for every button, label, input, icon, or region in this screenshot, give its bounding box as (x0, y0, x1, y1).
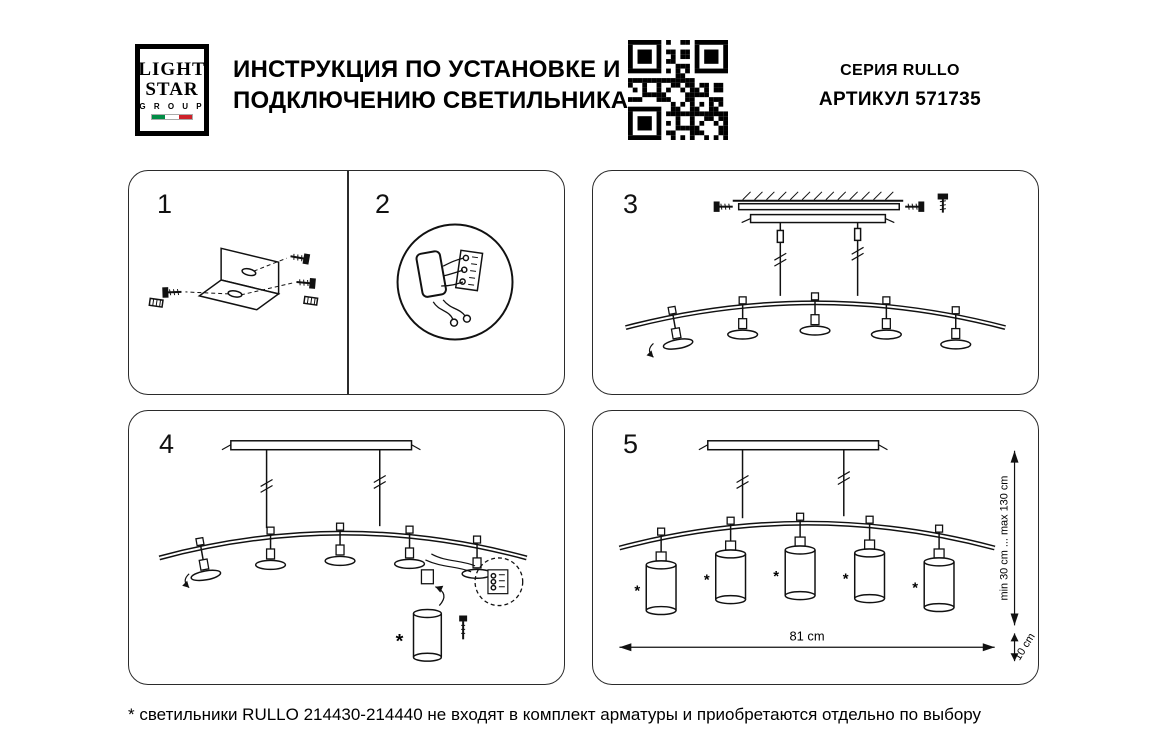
screw-icon (162, 286, 183, 299)
step-1-2-diagram (148, 223, 514, 341)
dimensions-diagram: * * * * * 81 cm min 30 cm ... max 1 (618, 440, 1038, 663)
panel-step-5: 5 (592, 410, 1039, 685)
wire-terminal-icon (487, 569, 509, 595)
panel-step-4: 4 (128, 410, 565, 685)
break-marks (774, 246, 864, 267)
canopy-plate (749, 213, 887, 224)
footnote: * светильники RULLO 214430-214440 не вхо… (128, 705, 982, 724)
article-label: АРТИКУЛ 571735 (818, 89, 982, 110)
driver-box (415, 250, 447, 298)
dimension-shade-height: 10 cm (1010, 631, 1038, 663)
lamp-shade (784, 512, 816, 601)
asterisk-mark: * (843, 572, 849, 588)
bolt-icon (459, 615, 468, 640)
lamp-shade (412, 608, 443, 619)
italian-flag-icon (151, 114, 193, 120)
panel-step-1-2: 1 2 (128, 170, 565, 395)
logo-text-light: LIGHT (138, 59, 206, 80)
shade-holder (393, 525, 426, 570)
step-number-1: 1 (157, 189, 173, 219)
detail-circle (396, 223, 514, 341)
detail-circle (474, 557, 524, 607)
panel-divider (347, 171, 349, 394)
screw-icon (288, 250, 311, 265)
screw-icon (904, 201, 925, 213)
title-line-2: ПОДКЛЮЧЕНИЮ СВЕТИЛЬНИКА (233, 87, 629, 114)
step-number-4: 4 (159, 429, 175, 459)
title-line-1: ИНСТРУКЦИЯ ПО УСТАНОВКЕ И (233, 56, 621, 83)
dim-width-label: 81 cm (790, 628, 825, 643)
lightstar-logo: LIGHT STAR G R O U P (135, 44, 209, 136)
wires (441, 257, 464, 287)
logo-text-star: STAR (145, 79, 199, 100)
step-number-3: 3 (623, 189, 639, 219)
asterisk-mark: * (912, 581, 918, 597)
shade-holder (799, 292, 831, 336)
asterisk-mark: * (396, 630, 404, 652)
step-number-2: 2 (375, 189, 391, 219)
shade-holder (324, 522, 356, 567)
dim-height-label: min 30 cm ... max 130 cm (999, 476, 1011, 601)
asterisk-mark: * (704, 573, 710, 589)
logo-text-group: G R O U P (139, 102, 205, 111)
break-marks (260, 475, 387, 493)
asterisk-mark: * (773, 569, 779, 585)
shade-holder (656, 303, 695, 352)
product-info: СЕРИЯ RULLO АРТИКУЛ 571735 (780, 62, 1020, 111)
panel-step-3: 3 (592, 170, 1039, 395)
shade-mount-detail (412, 569, 468, 662)
screw-icon (937, 193, 949, 214)
screw-icon (713, 201, 734, 213)
dowel-icon (148, 297, 164, 308)
ceiling-mount-diagram (625, 191, 1006, 358)
series-label: СЕРИЯ RULLO (840, 62, 960, 79)
wires (425, 553, 476, 573)
dowel-icon (303, 295, 319, 306)
page-title: ИНСТРУКЦИЯ ПО УСТАНОВКЕ И ПОДКЛЮЧЕНИЮ СВ… (233, 54, 628, 116)
qr-code (628, 40, 728, 140)
step-number-5: 5 (623, 429, 639, 459)
qr-code-icon (628, 40, 728, 140)
asterisk-mark: * (634, 584, 640, 600)
bracket-diagram (148, 247, 319, 311)
ceiling-hatch (742, 191, 894, 201)
canopy-plate (230, 440, 413, 451)
wire-terminal-icon (454, 249, 484, 292)
break-marks (736, 471, 851, 489)
wiring-detail-diagram (396, 223, 514, 341)
canopy-plate (707, 440, 880, 451)
dimension-width: 81 cm (619, 628, 995, 652)
mounting-bar (737, 202, 900, 211)
dimension-height: min 30 cm ... max 130 cm (999, 450, 1019, 626)
shade-install-diagram: * (158, 440, 528, 662)
screw-icon (295, 276, 317, 290)
